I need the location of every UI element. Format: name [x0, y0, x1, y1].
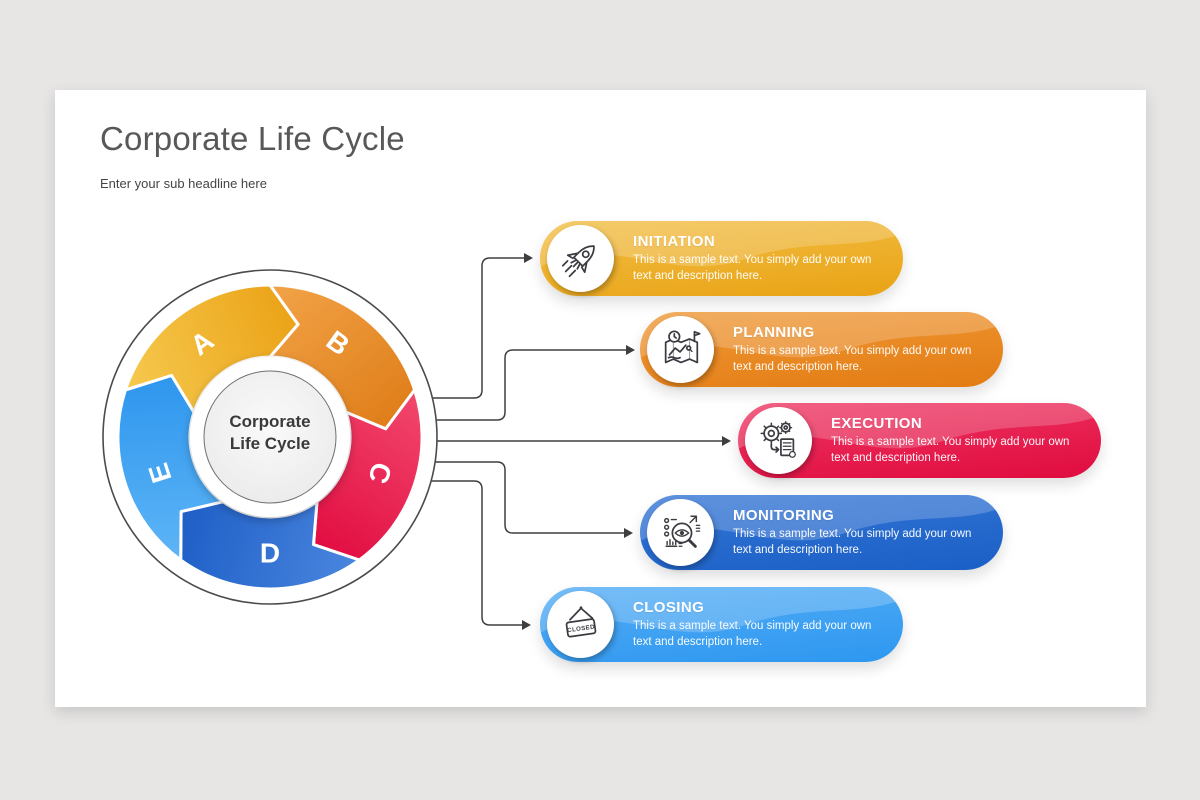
stage-icon-circle: CLOSED: [547, 591, 614, 658]
arrowhead-icon: [722, 436, 731, 446]
magnifier-eye-icon: [663, 515, 700, 548]
wave-decoration: [640, 312, 1003, 358]
stage-card-planning: PLANNING This is a sample text. You simp…: [640, 312, 1003, 387]
stage-description: This is a sample text. You simply add yo…: [633, 254, 872, 282]
slide-canvas: Corporate Life Cycle Enter your sub head…: [55, 90, 1146, 707]
stage-title: EXECUTION: [831, 415, 923, 433]
wheel-center-label: Corporate Life Cycle: [229, 412, 311, 454]
stage-title: MONITORING: [733, 507, 835, 525]
wave-decoration: [738, 403, 1101, 449]
connector-closing: [431, 480, 523, 626]
stage-icon-circle: [647, 316, 714, 383]
closed-sign-text: CLOSED: [566, 623, 595, 634]
wave-decoration: [640, 495, 1003, 541]
stage-icon-circle: [547, 225, 614, 292]
gears-document-icon: [760, 420, 796, 458]
closed-sign-icon: CLOSED: [565, 605, 596, 637]
stage-icon-circle: [647, 499, 714, 566]
connector-monitoring: [435, 461, 625, 534]
stage-card-monitoring: MONITORING This is a sample text. You si…: [640, 495, 1003, 570]
wheel-center-inner: [203, 370, 337, 504]
stage-card-execution: EXECUTION This is a sample text. You sim…: [738, 403, 1101, 478]
stage-card-closing: CLOSED CLOSING This is a sample text. Yo…: [540, 587, 903, 662]
page-title: Corporate Life Cycle: [100, 120, 405, 157]
connector-planning: [436, 349, 627, 421]
page-subtitle: Enter your sub headline here: [100, 176, 267, 191]
stage-description: This is a sample text. You simply add yo…: [733, 345, 972, 373]
stage-icon-circle: [745, 407, 812, 474]
rocket-icon: [561, 244, 595, 277]
stage-description: This is a sample text. You simply add yo…: [831, 436, 1070, 464]
arrowhead-icon: [524, 253, 533, 263]
arrowhead-icon: [626, 345, 635, 355]
arrowhead-icon: [624, 528, 633, 538]
stage-description: This is a sample text. You simply add yo…: [733, 528, 972, 556]
segment-letter-d: D: [260, 538, 280, 569]
arrowhead-icon: [522, 620, 531, 630]
cycle-wheel: A B C D E: [102, 269, 438, 605]
stage-card-initiation: INITIATION This is a sample text. You si…: [540, 221, 903, 296]
stage-description: This is a sample text. You simply add yo…: [633, 620, 872, 648]
stage-title: INITIATION: [633, 233, 716, 251]
connector-initiation: [432, 257, 525, 399]
stage-title: PLANNING: [733, 324, 815, 342]
wave-decoration: [540, 587, 903, 633]
map-plan-icon: [664, 329, 701, 363]
stage-title: CLOSING: [633, 599, 705, 617]
wave-decoration: [540, 221, 903, 267]
stage-card-background: [640, 495, 1003, 570]
